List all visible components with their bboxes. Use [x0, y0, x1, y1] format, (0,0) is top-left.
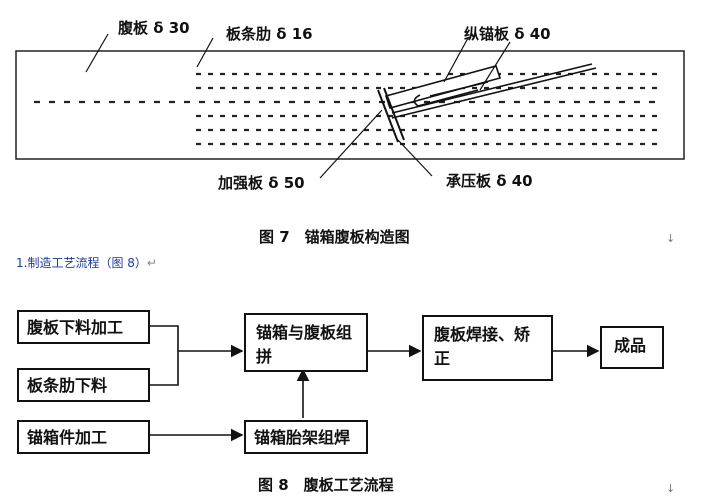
- bearing-plate-label: 承压板 δ 40: [446, 172, 533, 190]
- box-web-blank-label: 腹板下料加工: [27, 318, 124, 337]
- box-rib-blank: 板条肋下料: [17, 368, 150, 402]
- box-product: 成品: [600, 326, 664, 369]
- box-jig-label: 锚箱胎架组焊: [254, 428, 351, 447]
- return-mark-2: ↓: [666, 482, 676, 495]
- box-anchor-parts-label: 锚箱件加工: [27, 428, 108, 447]
- box-assemble-label: 锚箱与腹板组拼: [256, 323, 353, 366]
- section-heading: 1.制造工艺流程（图 8）↵: [16, 254, 157, 271]
- fig8-caption: 图 8 腹板工艺流程: [258, 476, 394, 494]
- box-weld: 腹板焊接、矫正: [422, 315, 553, 381]
- box-jig: 锚箱胎架组焊: [244, 420, 368, 454]
- leader-lines: [85, 33, 511, 179]
- section-heading-text: 1.制造工艺流程（图 8）: [16, 256, 147, 270]
- stiffener-label: 加强板 δ 50: [218, 174, 305, 192]
- bearing-plate-shape: [377, 87, 405, 143]
- return-mark: ↓: [666, 232, 676, 245]
- paragraph-mark: ↵: [146, 256, 157, 270]
- box-rib-blank-label: 板条肋下料: [27, 376, 108, 395]
- web-label: 腹板 δ 30: [118, 19, 190, 37]
- left-bracket: [150, 325, 179, 386]
- box-web-blank: 腹板下料加工: [17, 310, 150, 344]
- box-product-label: 成品: [614, 336, 647, 355]
- box-assemble: 锚箱与腹板组拼: [244, 313, 368, 372]
- box-anchor-parts: 锚箱件加工: [17, 420, 150, 454]
- web-plate-outline: [15, 50, 685, 160]
- rib-label: 板条肋 δ 16: [226, 25, 313, 43]
- anchor-plate-shape: [384, 63, 597, 119]
- anchor-plate-label: 纵锚板 δ 40: [464, 25, 551, 43]
- fig7-caption: 图 7 锚箱腹板构造图: [259, 228, 410, 246]
- box-weld-label: 腹板焊接、矫正: [434, 325, 531, 368]
